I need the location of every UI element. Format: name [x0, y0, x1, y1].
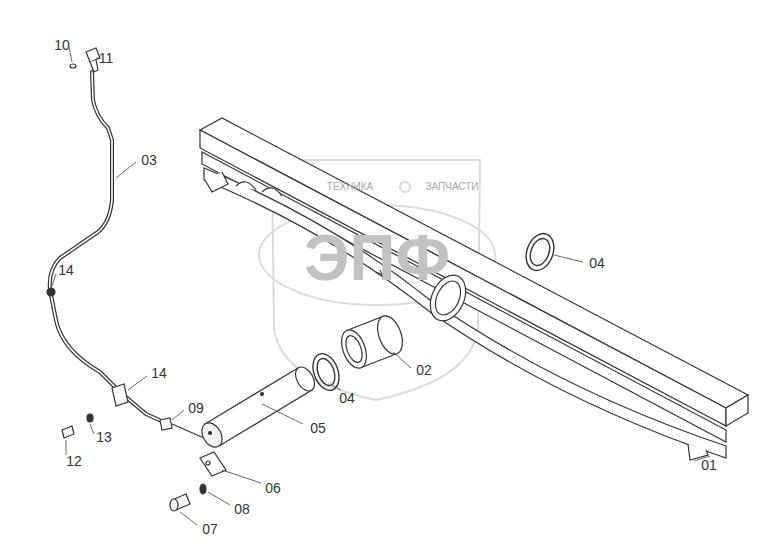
lock-plate	[200, 452, 226, 476]
beam-top	[200, 118, 748, 408]
callout-number: 09	[188, 401, 204, 415]
spring-beam	[200, 118, 748, 460]
callout-number: 01	[701, 458, 717, 472]
callout-number: 05	[310, 421, 326, 435]
grease-fitting	[70, 48, 100, 72]
callout-number: 11	[99, 51, 114, 65]
callout-number: 07	[202, 522, 218, 536]
clip-screw	[62, 414, 204, 438]
beam-end	[726, 395, 748, 426]
watermark-text: ЗАПЧАСТИ	[425, 182, 478, 192]
pivot-pin	[198, 364, 319, 451]
callout-number: 06	[265, 481, 281, 495]
callout-number: 04	[589, 256, 605, 270]
pipe-clip	[47, 288, 128, 406]
beam-lower-leaf	[204, 168, 726, 458]
grease-pipe	[50, 72, 168, 424]
callout-number: 14	[58, 263, 74, 277]
callout-number: 04	[339, 391, 355, 405]
callout-number: 12	[66, 454, 82, 468]
seal-ring	[521, 230, 558, 275]
callout-number: 02	[416, 363, 432, 377]
watermark-logo: ЭПФ	[304, 226, 450, 290]
watermark-text: ТЕХНИКА	[327, 182, 373, 192]
beam-notch	[262, 188, 282, 196]
beam-notch	[236, 182, 256, 190]
callout-number: 08	[234, 502, 250, 516]
watermark-dot	[400, 182, 410, 192]
callout-number: 10	[54, 38, 70, 52]
callout-number: 03	[141, 153, 157, 167]
callout-number: 13	[96, 430, 112, 444]
bolt	[170, 484, 206, 511]
callout-number: 14	[151, 366, 167, 380]
bushing	[337, 312, 407, 371]
beam-foot-left	[205, 172, 228, 192]
leader-lines	[52, 47, 710, 525]
